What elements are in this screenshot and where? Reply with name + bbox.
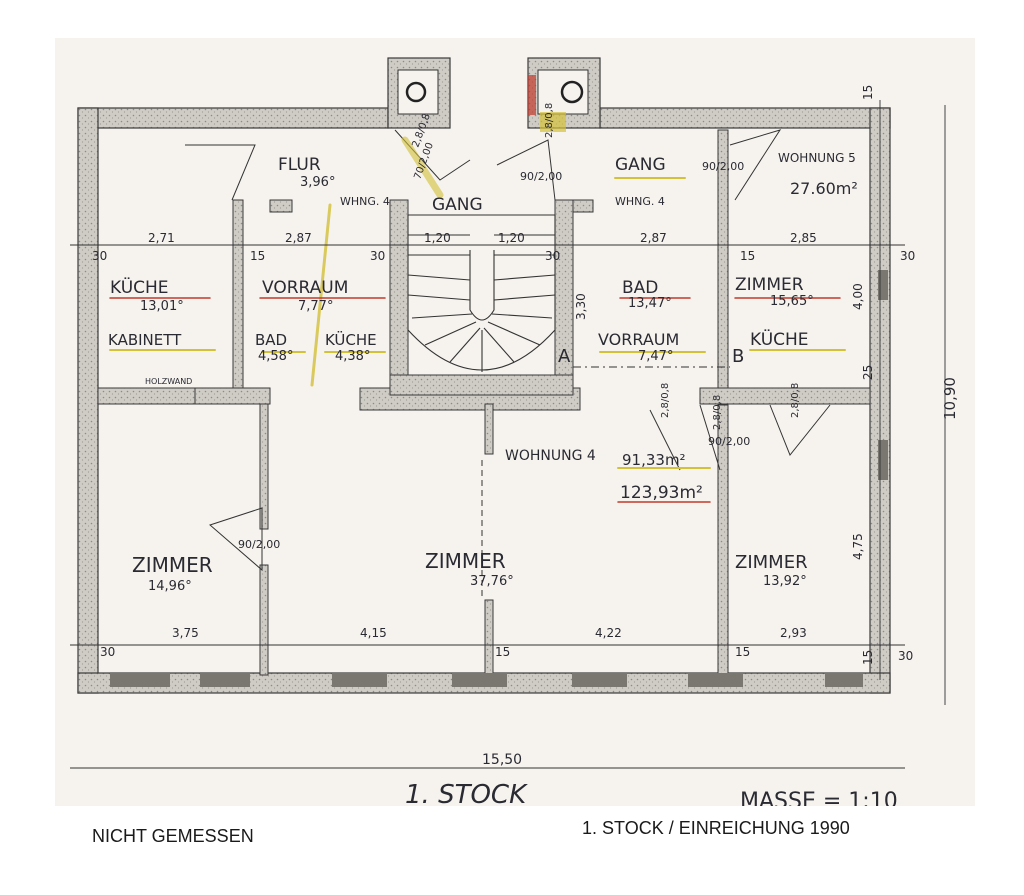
dimension-value: 3,75 xyxy=(172,626,199,640)
dimension-value: 30 xyxy=(900,249,915,263)
room-area: 14,96° xyxy=(148,579,192,594)
door-dimension: 90/2,00 xyxy=(702,160,744,173)
room-label: ZIMMER xyxy=(132,553,213,577)
room-label: BAD xyxy=(255,331,287,349)
dimension-value: 30 xyxy=(545,249,560,263)
dimension-value: 2,85 xyxy=(790,231,817,245)
room-area: 3,96° xyxy=(300,175,335,190)
plan-annotations: WHNG. 4 WHNG. 4 HOLZWAND WOHNUNG 5 27.60… xyxy=(145,151,858,503)
section-marker: A xyxy=(558,346,571,367)
apartment-label: WOHNUNG 4 xyxy=(505,448,596,464)
dimension-value: 30 xyxy=(92,249,107,263)
windows xyxy=(110,270,888,687)
room-area: 7,47° xyxy=(638,349,673,364)
dimension-value: 2,87 xyxy=(640,231,667,245)
chimney-openings xyxy=(397,69,589,132)
highlight-strokes xyxy=(109,136,846,503)
room-area: 13,92° xyxy=(763,574,807,589)
dimension-value: 30 xyxy=(370,249,385,263)
apartment-label: WOHNUNG 5 xyxy=(778,151,856,165)
apartment-area: 123,93m² xyxy=(620,483,703,503)
dimension-value: 1,20 xyxy=(424,231,451,245)
room-label: KÜCHE xyxy=(110,276,169,298)
door-dimension: 90/2,00 xyxy=(238,538,280,551)
dimension-value: 2,93 xyxy=(780,626,807,640)
dimension-value: 30 xyxy=(100,645,115,659)
dimension-value: 1,20 xyxy=(498,231,525,245)
room-area: 13,01° xyxy=(140,299,184,314)
door-dimension: 2,8/0,8 xyxy=(790,383,801,418)
room-label: BAD xyxy=(622,278,658,298)
room-label: KÜCHE xyxy=(325,330,377,349)
dimension-value: 25 xyxy=(861,365,875,380)
section-marker: B xyxy=(732,346,744,367)
room-area: 4,38° xyxy=(335,349,370,364)
dimension-value: 4,00 xyxy=(851,283,865,310)
room-area: 15,65° xyxy=(770,294,814,309)
room-area: 13,47° xyxy=(628,296,672,311)
room-label: ZIMMER xyxy=(735,552,808,573)
dimension-value: 4,15 xyxy=(360,626,387,640)
wall-note: HOLZWAND xyxy=(145,377,192,386)
room-label: KABINETT xyxy=(108,331,182,349)
dimension-value: 15 xyxy=(861,650,875,665)
caption-floor-submission: 1. STOCK / EINREICHUNG 1990 xyxy=(582,818,850,838)
apartment-area: 91,33m² xyxy=(622,451,686,469)
door-dimension: 2,8/0,8 xyxy=(544,103,555,138)
dimension-value: 15 xyxy=(735,645,750,659)
room-labels: FLUR 3,96° GANG GANG KÜCHE 13,01° KABINE… xyxy=(108,155,814,594)
caption-not-measured: NICHT GEMESSEN xyxy=(92,826,254,846)
room-label: VORRAUM xyxy=(262,278,348,298)
door-dimension: 2,8/0,8 xyxy=(660,383,671,418)
room-label: ZIMMER xyxy=(735,275,804,295)
dimension-value: 3,30 xyxy=(574,293,588,320)
room-area: 4,58° xyxy=(258,349,293,364)
room-label: FLUR xyxy=(278,155,321,175)
dimension-value: 30 xyxy=(898,649,913,663)
dimension-lines xyxy=(70,100,946,769)
room-label: ZIMMER xyxy=(425,549,506,573)
apartment-label: WHNG. 4 xyxy=(340,195,390,208)
total-height: 10,90 xyxy=(941,377,959,420)
dimension-value: 2,87 xyxy=(285,231,312,245)
dimension-value: 4,22 xyxy=(595,626,622,640)
apartment-area: 27.60m² xyxy=(790,179,858,198)
door-dimension: 90/2,00 xyxy=(520,170,562,183)
room-area: 37,76° xyxy=(470,574,514,589)
dimension-value: 15 xyxy=(250,249,265,263)
room-label: VORRAUM xyxy=(598,330,679,349)
door-dimension: 90/2,00 xyxy=(708,435,750,448)
room-label: GANG xyxy=(432,195,483,215)
floor-title: 1. STOCK xyxy=(405,780,528,810)
dimension-value: 2,71 xyxy=(148,231,175,245)
door-dimension: 2,8/0,8 xyxy=(712,395,723,430)
dimension-value: 15 xyxy=(740,249,755,263)
room-label: KÜCHE xyxy=(750,328,809,350)
dimension-value: 4,75 xyxy=(851,533,865,560)
staircase xyxy=(407,214,556,372)
dimension-value: 15 xyxy=(861,85,875,100)
total-width: 15,50 xyxy=(482,752,522,768)
room-label: GANG xyxy=(615,155,666,175)
dimension-value: 15 xyxy=(495,645,510,659)
apartment-label: WHNG. 4 xyxy=(615,195,665,208)
inner-walls xyxy=(97,129,871,676)
room-area: 7,77° xyxy=(298,299,333,314)
